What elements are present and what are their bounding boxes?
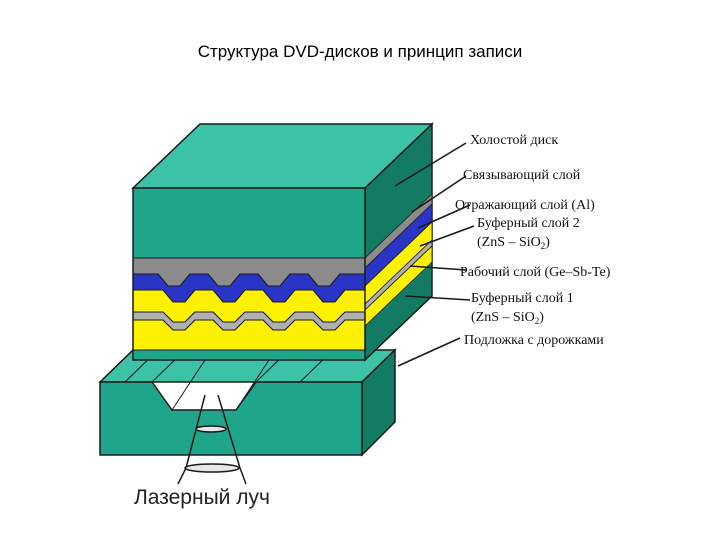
stack-front-outline [132, 187, 366, 361]
laser-beam [177, 394, 247, 485]
label-blank-disc: Холостой диск [470, 133, 558, 148]
label-buffer-layer-2: Буферный слой 2 [477, 216, 580, 231]
page-title: Структура DVD-дисков и принцип записи [197, 42, 523, 61]
label-buffer-layer-1: Буферный слой 1 [471, 291, 574, 306]
label-buffer-layer-1-composition: (ZnS – SiO2) [471, 310, 544, 326]
buffer1-composition-text: (ZnS – SiO [471, 310, 535, 325]
stack-right-face [364, 122, 433, 362]
label-reflective-layer: Отражающий слой (Al) [455, 198, 595, 213]
front-yellow-layer-2 [133, 319, 365, 351]
buffer2-close: ) [545, 235, 550, 250]
substrate-block [98, 348, 397, 457]
buffer2-composition-text: (ZnS – SiO [477, 235, 541, 250]
buffer2-subscript: 2 [541, 241, 546, 251]
label-laser-beam: Лазерный луч [134, 486, 270, 509]
leader-lines [394, 142, 475, 367]
label-buffer-layer-2-composition: (ZnS – SiO2) [477, 235, 550, 251]
substrate-front [99, 381, 363, 456]
label-working-layer: Рабочий слой (Ge–Sb-Te) [460, 265, 611, 280]
label-binding-layer: Связывающий слой [463, 168, 581, 183]
label-substrate: Подложка с дорожками [464, 333, 604, 348]
stack-front-face [133, 188, 365, 360]
buffer1-close: ) [539, 310, 544, 325]
buffer1-subscript: 2 [535, 316, 540, 326]
